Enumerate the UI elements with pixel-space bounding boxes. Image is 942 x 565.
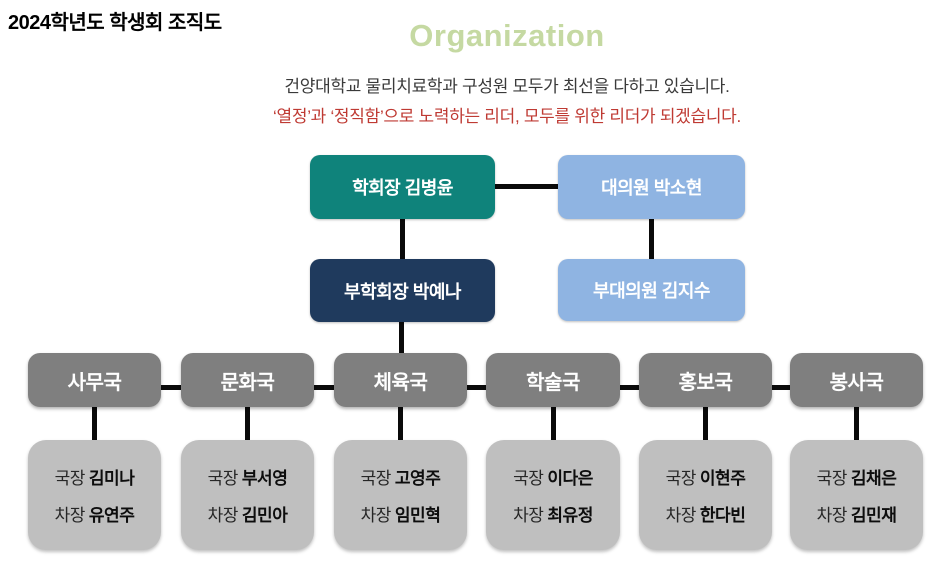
connector-chairman-vicechairman bbox=[400, 219, 405, 260]
connector-dept-staff bbox=[703, 407, 708, 440]
deputy-label: 차장 bbox=[816, 506, 848, 525]
node-department-munhwaguk: 문화국 bbox=[181, 353, 314, 407]
director-label: 국장 bbox=[513, 469, 544, 488]
connector-dept-staff bbox=[92, 407, 97, 440]
director-name: 이다은 bbox=[547, 469, 593, 488]
connector-dept-staff bbox=[245, 407, 250, 440]
node-department-haksulguk: 학술국 bbox=[486, 353, 620, 407]
connector-dept-staff bbox=[551, 407, 556, 440]
director-label: 국장 bbox=[816, 469, 848, 488]
deputy-label: 차장 bbox=[665, 506, 697, 525]
deputy-name: 유연주 bbox=[88, 506, 135, 525]
page-title: 2024학년도 학생회 조직도 bbox=[8, 12, 222, 34]
header-block: Organization 건양대학교 물리치료학과 구성원 모두가 최선을 다하… bbox=[72, 18, 942, 127]
deputy-label: 차장 bbox=[513, 506, 544, 525]
deputy-label: 차장 bbox=[360, 506, 392, 525]
deputy-name: 한다빈 bbox=[699, 506, 746, 525]
director-name: 부서영 bbox=[241, 469, 288, 488]
deputy-name: 김민재 bbox=[850, 506, 897, 525]
node-representative: 대의원 박소현 bbox=[558, 155, 745, 219]
node-vice-chairman: 부학회장 박예나 bbox=[310, 259, 495, 322]
node-department-cheyukguk: 체육국 bbox=[334, 353, 467, 407]
connector-dept-staff bbox=[854, 407, 859, 440]
director-name: 고영주 bbox=[394, 469, 441, 488]
deputy-name: 임민혁 bbox=[394, 506, 441, 525]
connector-representative-vicerepresentative bbox=[649, 219, 654, 260]
deputy-label: 차장 bbox=[54, 506, 86, 525]
director-label: 국장 bbox=[360, 469, 392, 488]
connector-dept-gap bbox=[161, 385, 181, 390]
connector-dept-gap bbox=[314, 385, 334, 390]
subtitle-line2: ‘열정’과 ‘정직함’으로 노력하는 리더, 모두를 위한 리더가 되겠습니다. bbox=[273, 107, 741, 126]
director-name: 이현주 bbox=[699, 469, 746, 488]
connector-vicechairman-departments bbox=[399, 322, 404, 354]
director-label: 국장 bbox=[207, 469, 239, 488]
deputy-name: 김민아 bbox=[241, 506, 288, 525]
organization-heading: Organization bbox=[409, 18, 605, 53]
connector-dept-gap bbox=[620, 385, 639, 390]
connector-chairman-representative bbox=[495, 184, 558, 189]
node-department-hongboguk: 홍보국 bbox=[639, 353, 772, 407]
node-chairman: 학회장 김병윤 bbox=[310, 155, 495, 219]
director-label: 국장 bbox=[665, 469, 697, 488]
node-vice-representative: 부대의원 김지수 bbox=[558, 259, 745, 321]
director-label: 국장 bbox=[54, 469, 86, 488]
node-department-samuguk: 사무국 bbox=[28, 353, 161, 407]
director-name: 김미나 bbox=[88, 469, 135, 488]
deputy-label: 차장 bbox=[207, 506, 239, 525]
deputy-name: 최유정 bbox=[547, 506, 593, 525]
connector-dept-gap bbox=[467, 385, 486, 390]
connector-dept-gap bbox=[772, 385, 790, 390]
subtitle-line1: 건양대학교 물리치료학과 구성원 모두가 최선을 다하고 있습니다. bbox=[284, 77, 730, 96]
director-name: 김채은 bbox=[850, 469, 897, 488]
node-department-bongsaguk: 봉사국 bbox=[790, 353, 923, 407]
connector-dept-staff bbox=[398, 407, 403, 440]
